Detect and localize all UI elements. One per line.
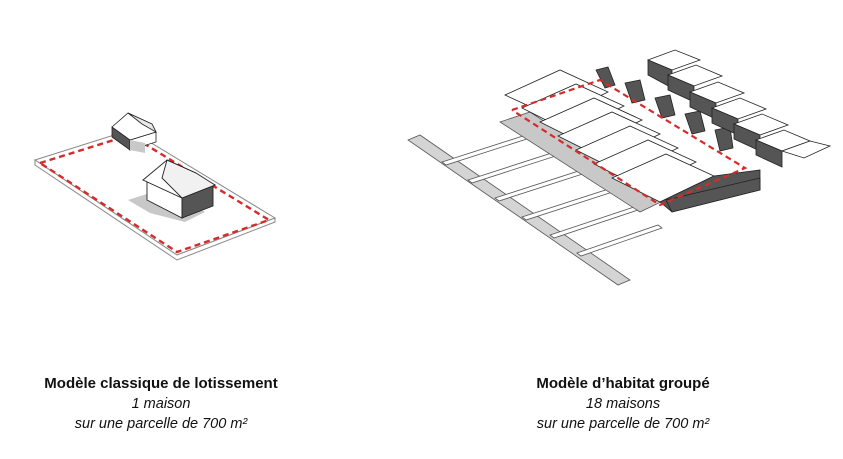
annex-building <box>111 112 157 153</box>
classic-subdivision-illustration <box>33 112 277 261</box>
caption-classic-count: 1 maison <box>131 396 191 412</box>
caption-grouped-title: Modèle d’habitat groupé <box>536 375 710 392</box>
road <box>407 134 631 286</box>
parcel-boundary <box>39 133 272 254</box>
caption-classic: Modèle classique de lotissement 1 maison… <box>1 374 321 434</box>
front-terrace <box>504 66 761 213</box>
plot-edge-thickness <box>34 159 276 261</box>
caption-classic-title: Modèle classique de lotissement <box>44 375 278 392</box>
grouped-parcel-boundary <box>511 78 748 207</box>
caption-classic-area: sur une parcelle de 700 m² <box>74 416 248 432</box>
back-terrace <box>646 49 832 168</box>
caption-grouped-count: 18 maisons <box>585 396 661 412</box>
grouped-housing-illustration <box>407 49 832 286</box>
caption-grouped-area: sur une parcelle de 700 m² <box>536 416 710 432</box>
main-house <box>142 159 217 219</box>
footpaths <box>441 134 663 257</box>
caption-grouped: Modèle d’habitat groupé 18 maisons sur u… <box>463 374 783 434</box>
